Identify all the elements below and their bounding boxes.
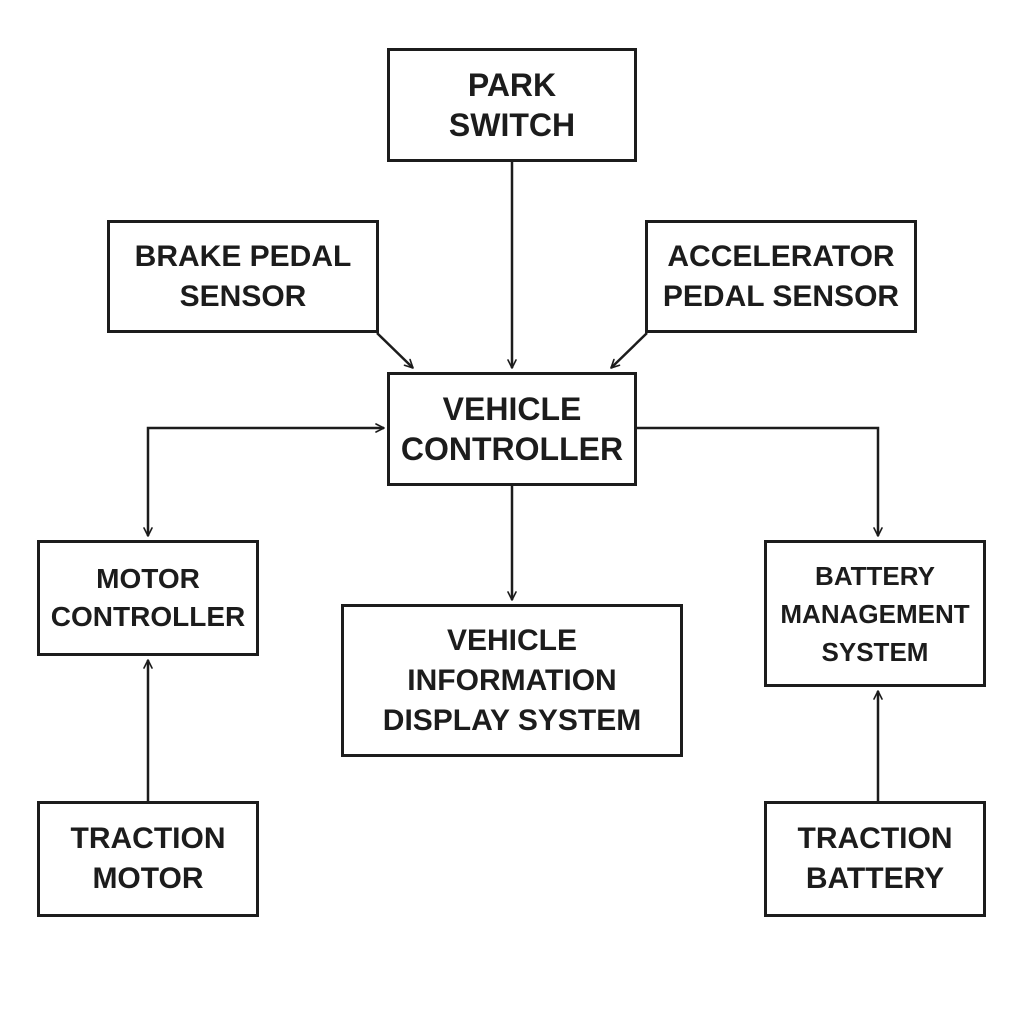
traction-motor-box: TRACTION MOTOR bbox=[37, 801, 259, 917]
accelerator-pedal-sensor-box: ACCELERATOR PEDAL SENSOR bbox=[645, 220, 917, 333]
display-system-label-line-2: INFORMATION bbox=[407, 663, 617, 697]
brake-pedal-sensor-label-line-2: SENSOR bbox=[179, 279, 307, 313]
vehicle-controller-box: VEHICLE CONTROLLER bbox=[387, 372, 637, 486]
accelerator-pedal-sensor-label-line-1: ACCELERATOR bbox=[667, 239, 895, 273]
brake-pedal-sensor-label-line-1: BRAKE PEDAL bbox=[134, 239, 352, 273]
traction-battery-label-line-1: TRACTION bbox=[797, 822, 953, 855]
vehicle-controller-label-line-2: CONTROLLER bbox=[400, 431, 624, 467]
traction-motor-label-line-2: MOTOR bbox=[92, 862, 204, 895]
battery-management-system-label-line-1: BATTERY bbox=[815, 560, 935, 591]
park-switch-label-line-1: PARK bbox=[467, 67, 557, 103]
park-switch-box: PARK SWITCH bbox=[387, 48, 637, 162]
battery-management-system-label-line-2: MANAGEMENT bbox=[780, 598, 970, 629]
arrow-accelerator-pedal-sensor-to-vehicle-controller bbox=[610, 332, 648, 369]
display-system-label-line-1: VEHICLE bbox=[446, 623, 578, 657]
display-system-label-line-3: DISPLAY SYSTEM bbox=[382, 703, 642, 737]
traction-battery-box: TRACTION BATTERY bbox=[764, 801, 986, 917]
motor-controller-label-line-1: MOTOR bbox=[96, 563, 200, 594]
traction-motor-label-line-1: TRACTION bbox=[70, 822, 226, 855]
motor-controller-box: MOTOR CONTROLLER bbox=[37, 540, 259, 656]
battery-management-system-box: BATTERY MANAGEMENT SYSTEM bbox=[764, 540, 986, 687]
traction-battery-label-line-2: BATTERY bbox=[805, 862, 945, 895]
vehicle-information-display-system-box: VEHICLE INFORMATION DISPLAY SYSTEM bbox=[341, 604, 683, 757]
arrow-brake-pedal-sensor-to-vehicle-controller bbox=[376, 332, 414, 369]
battery-management-system-label-line-3: SYSTEM bbox=[821, 636, 929, 667]
arrow-vehicle-controller-to-battery-management-system bbox=[637, 426, 883, 537]
park-switch-label-line-2: SWITCH bbox=[448, 107, 576, 143]
accelerator-pedal-sensor-label-line-2: PEDAL SENSOR bbox=[662, 279, 900, 313]
vehicle-controller-label-line-1: VEHICLE bbox=[442, 391, 582, 427]
motor-controller-label-line-2: CONTROLLER bbox=[50, 601, 246, 632]
arrow-vehicle-controller-motor-controller-bidirectional bbox=[143, 423, 385, 537]
brake-pedal-sensor-box: BRAKE PEDAL SENSOR bbox=[107, 220, 379, 333]
